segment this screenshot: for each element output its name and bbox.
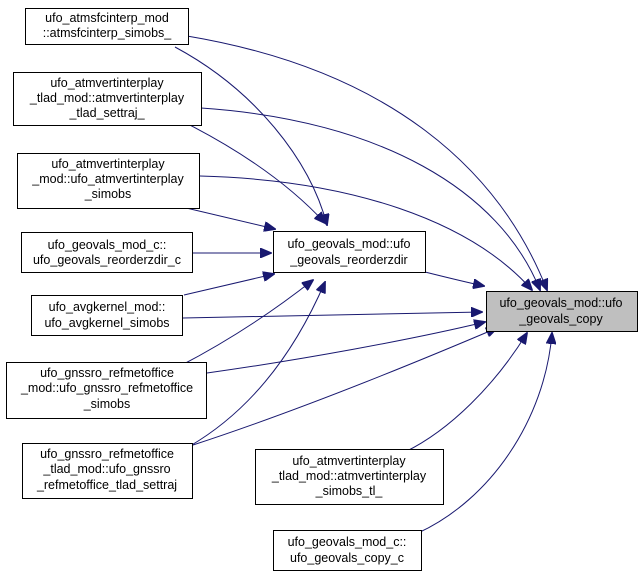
edge-reorderzdir-to-copy — [424, 271, 484, 286]
edge-avgkernel-to-reorderzdir — [183, 274, 274, 296]
edge-atmvert-simobs-to-reorderzdir — [181, 206, 275, 229]
edge-atmvert-simobs-to-copy — [199, 175, 532, 290]
node-label-line: _simobs_tl_ — [315, 484, 384, 498]
edge-gnssro-simobs-to-copy — [206, 322, 485, 374]
node-label-line: ufo_gnssro_refmetoffice — [40, 366, 174, 380]
node-label-line: ufo_geovals_mod::ufo — [499, 296, 622, 310]
node-label-line: ufo_atmvertinterplay — [51, 157, 165, 171]
node-ufo-atmsfcinterp-simobs[interactable]: ufo_atmsfcinterp_mod ::atmsfcinterp_simo… — [25, 8, 189, 45]
node-label-line: _tlad_mod::ufo_gnssro — [42, 462, 170, 476]
edge-gnssro-tlad-settraj-to-copy — [192, 328, 497, 446]
node-label-line: ufo_geovals_mod_c:: — [288, 535, 407, 549]
node-label-line: ufo_geovals_copy_c — [290, 551, 404, 565]
node-label-line: _geovals_copy — [518, 312, 603, 326]
edge-avgkernel-to-copy — [182, 312, 482, 319]
node-label-line: ufo_gnssro_refmetoffice — [40, 447, 174, 461]
edge-atmsfcinterp-to-copy — [186, 35, 547, 290]
node-label-line: ufo_atmsfcinterp_mod — [45, 11, 169, 25]
edge-gnssro-simobs-to-reorderzdir — [179, 280, 313, 367]
node-label-line: _tlad_settraj_ — [68, 106, 145, 120]
node-label-line: ufo_geovals_reorderzdir_c — [33, 253, 181, 267]
node-label-line: ufo_avgkernel_mod:: — [49, 300, 166, 314]
node-label-line: ufo_atmvertinterplay — [50, 76, 164, 90]
edge-atmsfcinterp-to-reorderzdir — [174, 46, 327, 225]
node-label-line: _simobs — [83, 397, 131, 411]
node-label-line: _mod::ufo_atmvertinterplay — [31, 172, 184, 186]
edges — [174, 35, 552, 534]
node-ufo-atmvertinterplay-simobs-tl[interactable]: ufo_atmvertinterplay _tlad_mod::atmverti… — [255, 449, 444, 505]
nodes: ufo_atmsfcinterp_mod ::atmsfcinterp_simo… — [6, 8, 638, 571]
node-ufo-geovals-reorderzdir-c[interactable]: ufo_geovals_mod_c:: ufo_geovals_reorderz… — [21, 232, 193, 273]
node-ufo-avgkernel-simobs[interactable]: ufo_avgkernel_mod:: ufo_avgkernel_simobs — [31, 295, 183, 336]
node-label-line: ufo_avgkernel_simobs — [44, 316, 169, 330]
edge-atmvert-tlad-settraj-to-reorderzdir — [179, 119, 325, 223]
node-label-line: ufo_geovals_mod::ufo — [287, 237, 410, 251]
edge-gnssro-tlad-settraj-to-reorderzdir — [189, 282, 325, 447]
node-label-line: ufo_geovals_mod_c:: — [48, 238, 167, 252]
node-label-line: _geovals_reorderzdir — [289, 253, 407, 267]
node-ufo-geovals-copy-c[interactable]: ufo_geovals_mod_c:: ufo_geovals_copy_c — [273, 530, 422, 571]
node-label-line: _mod::ufo_gnssro_refmetoffice — [20, 381, 193, 395]
node-label-line: ufo_atmvertinterplay — [292, 454, 406, 468]
edge-atmvert-tlad-settraj-to-copy — [200, 107, 540, 290]
node-label-line: _tlad_mod::atmvertinterplay — [271, 469, 427, 483]
edge-copy-c-to-copy — [417, 333, 552, 534]
node-ufo-gnssro-refmetoffice-tlad-settraj[interactable]: ufo_gnssro_refmetoffice _tlad_mod::ufo_g… — [22, 443, 193, 499]
node-ufo-atmvertinterplay-simobs[interactable]: ufo_atmvertinterplay _mod::ufo_atmvertin… — [17, 153, 200, 209]
node-label-line: _refmetoffice_tlad_settraj — [36, 478, 177, 492]
node-ufo-geovals-reorderzdir[interactable]: ufo_geovals_mod::ufo _geovals_reorderzdi… — [273, 231, 426, 273]
node-label-line: _tlad_mod::atmvertinterplay — [29, 91, 185, 105]
edge-atmvert-simobs-tl-to-copy — [404, 333, 527, 453]
node-label-line: _simobs — [84, 187, 132, 201]
node-ufo-gnssro-refmetoffice-simobs[interactable]: ufo_gnssro_refmetoffice _mod::ufo_gnssro… — [6, 362, 207, 419]
node-ufo-atmvertinterplay-tlad-settraj[interactable]: ufo_atmvertinterplay _tlad_mod::atmverti… — [13, 72, 202, 126]
node-ufo-geovals-copy[interactable]: ufo_geovals_mod::ufo _geovals_copy — [486, 291, 638, 332]
node-label-line: ::atmsfcinterp_simobs_ — [43, 26, 173, 40]
